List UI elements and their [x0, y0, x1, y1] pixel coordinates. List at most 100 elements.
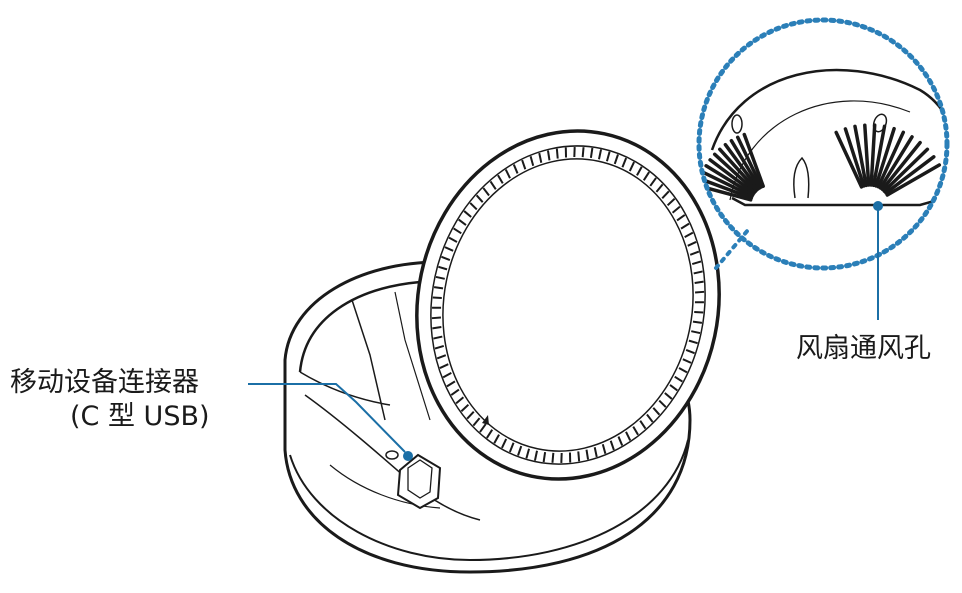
- pad-vent-tick: [655, 183, 664, 193]
- fan-vent-slot: [863, 123, 871, 187]
- pad-vent-tick: [682, 358, 692, 364]
- pad-vent-tick: [442, 372, 452, 379]
- fan-vent-slot: [699, 176, 754, 200]
- zoom-detail: [696, 17, 950, 271]
- fan-vent-slot: [843, 127, 866, 188]
- pad-vent-tick: [684, 231, 694, 238]
- fan-vent-slot: [718, 147, 759, 192]
- pad-vent-tick: [542, 452, 547, 463]
- fan-vent-slot: [880, 140, 922, 192]
- pad-vent-tick: [674, 375, 683, 383]
- pad-vent-tick: [434, 345, 445, 350]
- pad-vent-tick: [460, 403, 470, 412]
- pad-vent-tick: [585, 449, 590, 460]
- pad-vent-tick: [694, 301, 704, 304]
- pad-vent-tick: [680, 222, 690, 230]
- pad-vent-tick: [433, 286, 444, 290]
- pad-vent-tick: [432, 296, 442, 300]
- pad-vent-tick: [453, 227, 462, 235]
- pad-vent-tick: [497, 174, 504, 184]
- pad-vent-tick: [479, 423, 487, 433]
- pad-vent-tick: [555, 148, 559, 159]
- pad-vent-tick: [693, 270, 703, 275]
- pad-vent-tick: [517, 445, 523, 456]
- pad-vent-tick: [446, 380, 456, 388]
- pad-vent-tick: [691, 260, 702, 265]
- pad-vent-tick: [598, 149, 603, 160]
- pad-vent-tick: [593, 447, 598, 458]
- pad-vent-tick: [605, 151, 611, 162]
- pad-vent-tick: [646, 413, 654, 423]
- connector-callout-line2: (C 型 USB): [70, 401, 210, 432]
- pad-vent-tick: [678, 367, 688, 374]
- fan-vent-slot: [742, 132, 765, 188]
- fan-vent-slot: [704, 164, 755, 197]
- pad-vent-tick: [432, 306, 442, 309]
- pad-vent-tick: [450, 388, 460, 396]
- fan-vent-slot: [735, 135, 764, 189]
- pad-vent-tick: [475, 194, 484, 203]
- pad-vent-tick: [687, 241, 697, 247]
- pad-vent-tick: [489, 180, 497, 190]
- pad-vent-tick: [671, 205, 681, 214]
- fan-vent-slot: [874, 126, 896, 188]
- connector-callout: 移动设备连接器 (C 型 USB): [10, 366, 210, 434]
- pad-vent-tick: [455, 396, 465, 405]
- pad-vent-tick: [448, 236, 458, 243]
- fan-vent-slot: [729, 138, 762, 190]
- pad-vent-tick: [669, 384, 678, 392]
- pad-vent-tick: [664, 392, 673, 400]
- pad-vent-tick: [501, 438, 508, 449]
- pad-vent-tick: [568, 452, 572, 463]
- pad-vent-tick: [435, 275, 445, 280]
- pad-vent-tick: [432, 326, 442, 330]
- pad-vent-tick: [688, 339, 698, 345]
- pad-vent-tick: [546, 150, 551, 161]
- pad-vent-tick: [632, 426, 639, 436]
- pad-vent-tick: [649, 177, 657, 187]
- charging-pad: [415, 129, 721, 481]
- fan-vent-slot: [708, 158, 756, 195]
- pad-vent-tick: [666, 198, 676, 207]
- pad-vent-tick: [636, 166, 643, 176]
- pad-vent-tick: [529, 156, 535, 166]
- pad-vent-tick: [691, 330, 701, 335]
- pad-vent-tick: [692, 320, 703, 324]
- fan-vent-slot: [723, 142, 760, 191]
- pad-vent-tick: [551, 452, 555, 463]
- pad-vent-tick: [564, 147, 568, 158]
- fan-vent-slot: [876, 130, 906, 189]
- pad-vent-tick: [469, 202, 478, 211]
- pad-vent-tick: [438, 265, 448, 271]
- pad-vent-tick: [538, 152, 543, 163]
- pad-indicator-arrow: [482, 415, 489, 425]
- fan-vent-slot: [834, 130, 864, 189]
- fan-vent-slot: [712, 152, 758, 194]
- pad-vent-tick: [560, 452, 563, 463]
- pad-vent-tick: [441, 255, 451, 261]
- pad-vent-tick: [589, 147, 594, 158]
- pad-vent-tick: [444, 246, 454, 252]
- pad-vent-tick: [661, 190, 670, 200]
- fan-vent-slot: [700, 170, 754, 198]
- pad-vent-tick: [439, 363, 449, 369]
- connector-leader-dot: [403, 451, 413, 461]
- pad-vent-tick: [689, 250, 700, 256]
- fan-vent-slot: [878, 135, 914, 190]
- pad-vent-tick: [639, 420, 647, 430]
- pad-vent-tick: [694, 280, 704, 284]
- fan-vent-slot: [853, 124, 868, 188]
- fan-vent-leader-dot: [873, 201, 883, 211]
- pad-vent-tick: [694, 290, 705, 294]
- pad-vent-tick: [625, 431, 632, 441]
- pad-vent-tick: [573, 147, 576, 158]
- pad-vent-tick: [581, 147, 585, 158]
- pad-vent-tick: [694, 310, 704, 314]
- pad-vent-tick: [512, 164, 519, 174]
- pad-vent-tick: [436, 354, 447, 360]
- pad-vent-ring: [431, 147, 705, 463]
- pad-vent-tick: [504, 169, 511, 179]
- pad-vent-tick: [521, 159, 527, 170]
- fan-vent-callout: 风扇通风孔: [796, 333, 931, 364]
